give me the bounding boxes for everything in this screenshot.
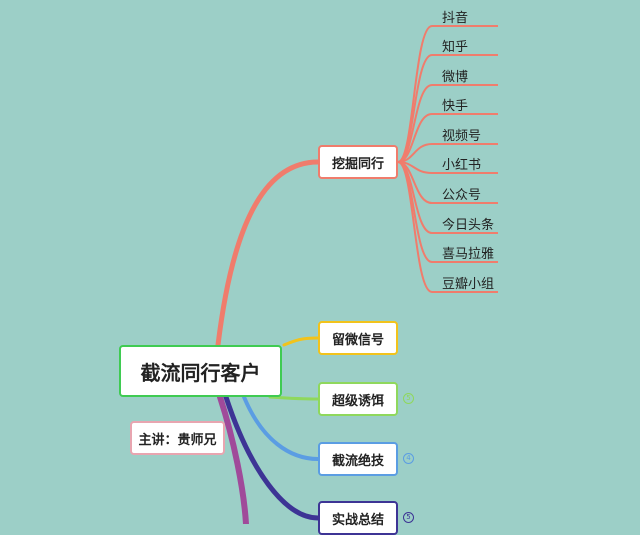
platform-leaf[interactable]: 知乎 xyxy=(442,40,469,55)
link-platform xyxy=(397,113,498,163)
platform-leaf[interactable]: 微博 xyxy=(442,70,469,85)
link-platform xyxy=(397,143,498,163)
branch-dig-competitors[interactable]: 挖掘同行 xyxy=(318,145,398,179)
platform-leaf[interactable]: 抖音 xyxy=(442,11,469,26)
link-platform xyxy=(397,54,498,163)
link-root-b6 xyxy=(217,394,249,524)
platform-leaf[interactable]: 公众号 xyxy=(442,188,482,203)
platform-leaf[interactable]: 豆瓣小组 xyxy=(442,277,495,292)
link-root-b3 xyxy=(268,395,320,401)
link-root-b5 xyxy=(223,394,321,521)
branch-super-bait[interactable]: 超级诱饵 xyxy=(318,382,398,416)
platform-leaf[interactable]: 喜马拉雅 xyxy=(442,247,495,262)
collapsed-count-badge[interactable]: 5 xyxy=(403,512,414,523)
link-platform xyxy=(397,161,498,293)
platform-leaf[interactable]: 小红书 xyxy=(442,158,482,173)
link-platform xyxy=(397,84,498,163)
collapsed-count-badge[interactable]: 5 xyxy=(403,393,414,404)
link-root-b2 xyxy=(282,336,320,347)
platform-leaf[interactable]: 今日头条 xyxy=(442,218,495,233)
branch-intercept-skills[interactable]: 截流绝技 xyxy=(318,442,398,476)
link-root-b1 xyxy=(215,159,321,348)
connector-lines xyxy=(215,25,498,524)
link-root-b4 xyxy=(242,395,320,461)
speaker-label[interactable]: 主讲：贵师兄 xyxy=(130,421,225,455)
platform-leaf[interactable]: 视频号 xyxy=(442,129,482,144)
root-topic[interactable]: 截流同行客户 xyxy=(119,345,282,397)
platform-leaf[interactable]: 快手 xyxy=(442,99,469,114)
branch-keep-wechat[interactable]: 留微信号 xyxy=(318,321,398,355)
collapsed-count-badge[interactable]: 4 xyxy=(403,453,414,464)
branch-practice-summary[interactable]: 实战总结 xyxy=(318,501,398,535)
